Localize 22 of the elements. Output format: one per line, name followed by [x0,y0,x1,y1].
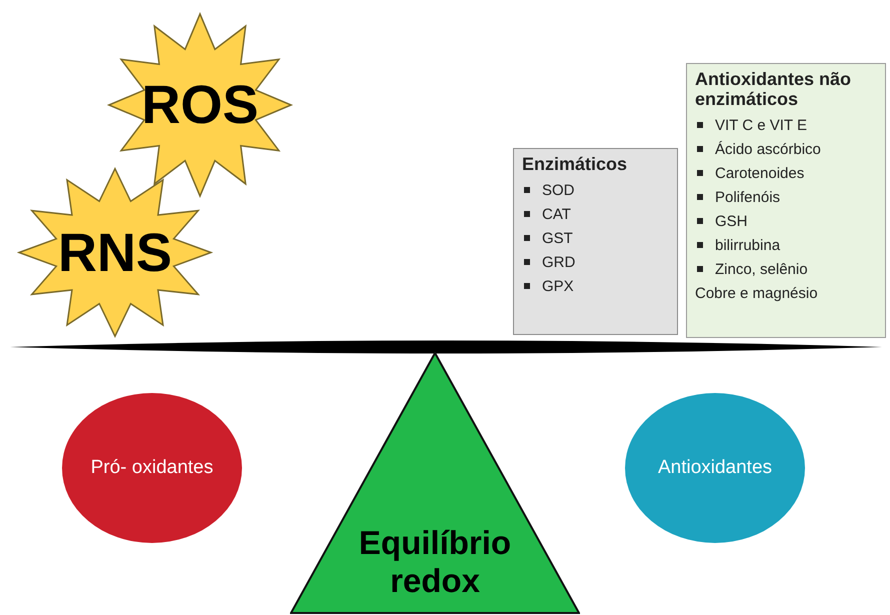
panel-heading: Antioxidantes não enzimáticos [695,70,852,110]
list-item: GRD [522,250,669,275]
list-item: GPX [522,274,669,299]
list-panel [513,148,678,335]
triangle-label: Equilíbrio redox [358,524,512,600]
list-item: CAT [522,202,669,227]
list-item: VIT C e VIT E [695,114,877,138]
list-panel [686,63,886,338]
starburst-label: ROS [140,74,260,136]
list-item: GST [522,226,669,251]
ellipse-label: Pró- oxidantes [90,457,214,479]
list-item: bilirrubina [695,234,877,258]
list-item: Polifenóis [695,186,877,210]
panel-heading: Enzimáticos [522,155,628,175]
list-item: SOD [522,178,669,203]
list-item: Ácido ascórbico [695,138,877,162]
starburst-label: RNS [56,222,173,284]
list-item: Zinco, selênio [695,258,877,282]
list-item: Carotenoides [695,162,877,186]
ellipse-label: Antioxidantes [658,457,772,479]
list-item: Cobre e magnésio [695,284,819,304]
list-item: GSH [695,210,877,234]
